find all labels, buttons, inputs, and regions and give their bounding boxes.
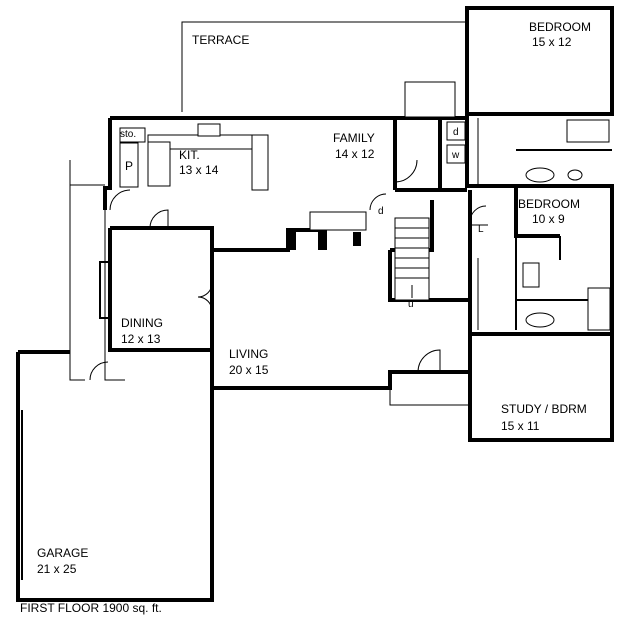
kitchen-size: 13 x 14 [179,163,219,177]
fireplace [286,211,367,250]
bedroom-1-name: BEDROOM [529,20,591,34]
bedroom-1-label: BEDROOM 15 x 12 [529,20,591,49]
closets [472,118,488,330]
stair-down-tag: d [378,206,384,217]
terrace-label: TERRACE [192,33,249,47]
linen-tag: L [478,224,484,235]
stairs [394,217,430,301]
study-label: STUDY / BDRM 15 x 11 [501,402,587,433]
storage-tag: sto. [120,129,136,140]
kitchen-fixtures [119,123,269,191]
bedroom-1-walls [465,6,614,116]
bedroom-2-label: BEDROOM 10 x 9 [518,197,580,226]
right-wing-walls [465,114,614,334]
living-label: LIVING 20 x 15 [229,347,269,377]
pantry-tag: P [125,159,133,173]
garage-walls [16,350,214,602]
bedroom-1-size: 15 x 12 [532,35,572,49]
bath-fixtures [522,119,611,331]
study-walls [468,332,614,442]
living-size: 20 x 15 [229,363,269,377]
kitchen-label: KIT. 13 x 14 [179,148,219,177]
terrace-outline [181,21,467,112]
family-name: FAMILY [333,131,375,145]
terrace-name: TERRACE [192,33,249,47]
living-name: LIVING [229,347,268,361]
dining-size: 12 x 13 [121,332,161,346]
dining-label: DINING 12 x 13 [121,316,163,346]
garage-name: GARAGE [37,546,88,560]
garage-label: GARAGE 21 x 25 [37,546,88,576]
doors [89,159,487,381]
family-label: FAMILY 14 x 12 [333,131,375,161]
bedroom-2-name: BEDROOM [518,197,580,211]
washer-tag: w [451,150,460,161]
dining-bay [69,160,125,381]
main-house-walls [103,116,472,390]
dryer-tag: d [453,127,459,138]
garage-size: 21 x 25 [37,562,77,576]
stair-up-tag: u [408,299,414,310]
dining-name: DINING [121,316,163,330]
porch [389,372,468,406]
floor-caption: FIRST FLOOR 1900 sq. ft. [20,601,162,615]
family-size: 14 x 12 [335,147,375,161]
kitchen-name: KIT. [179,148,200,162]
bedroom-2-size: 10 x 9 [532,212,565,226]
study-size: 15 x 11 [501,419,540,433]
laundry [404,81,466,164]
study-name: STUDY / BDRM [501,402,587,416]
